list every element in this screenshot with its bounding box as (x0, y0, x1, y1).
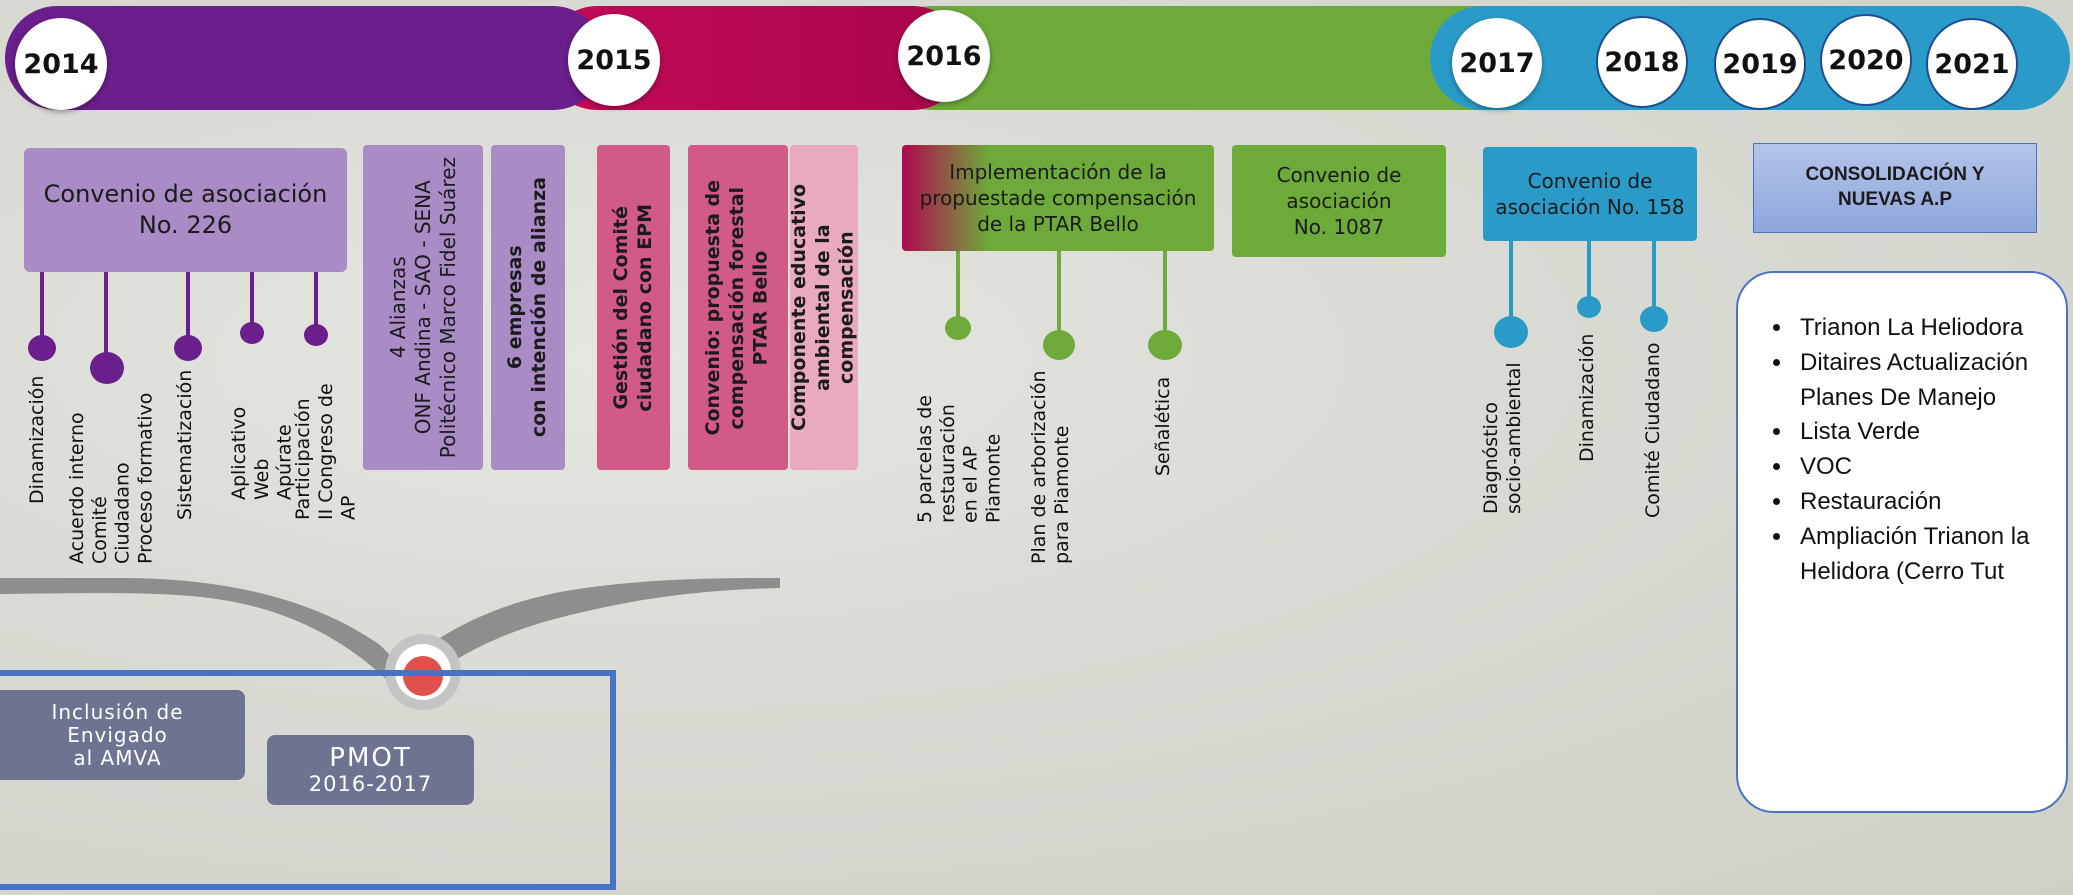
label-plan-arborizacion: Plan de arborización para Piamonte (1028, 370, 1073, 565)
node-dot (1043, 330, 1075, 360)
node-dot (1148, 330, 1182, 360)
list-item: VOC (1794, 450, 2066, 485)
convenio-158-box: Convenio de asociación No. 158 (1483, 147, 1697, 241)
node-dot (28, 335, 56, 361)
node-dot (945, 316, 971, 340)
year-2014: 2014 (15, 18, 107, 110)
consolidacion-box: CONSOLIDACIÓN Y NUEVAS A.P (1753, 143, 2037, 233)
convenio-226-title: Convenio de asociación No. 226 (43, 179, 328, 239)
stem (40, 272, 44, 338)
comite-epm-box: Gestión del Comité ciudadano con EPM (597, 145, 670, 470)
consolidacion-title: CONSOLIDACIÓN Y NUEVAS A.P (1805, 164, 1985, 210)
stem (104, 272, 108, 356)
list-item: Lista Verde (1794, 415, 2066, 450)
stem (956, 251, 960, 319)
stem (250, 272, 254, 324)
list-item: Trianon La Heliodora (1794, 311, 2066, 346)
inclusion-envigado-box: Inclusión de Envigado al AMVA (0, 690, 245, 780)
year-2021: 2021 (1926, 18, 2018, 110)
bottom-frame (0, 670, 616, 890)
stem (1587, 241, 1591, 297)
year-2019: 2019 (1714, 18, 1806, 110)
list-item: Ditaires Actualización Planes De Manejo (1794, 346, 2066, 416)
year-2018: 2018 (1596, 16, 1688, 108)
node-dot (1494, 316, 1528, 348)
label-acuerdo-interno: Acuerdo interno Comité Ciudadano Proceso… (66, 392, 157, 564)
implementacion-box: Implementación de la propuestade compens… (902, 145, 1214, 251)
stem (1652, 241, 1656, 309)
pmot-box: PMOT 2016-2017 (267, 735, 474, 805)
empresas-box: 6 empresas con intención de alianza (491, 145, 565, 470)
label-aplicativo-web: Aplicativo Web Apúrate (228, 406, 296, 500)
label-5-parcelas: 5 parcelas de restauración en el AP Piam… (914, 395, 1005, 523)
consolidacion-list-panel: Trianon La Heliodora Ditaires Actualizac… (1736, 271, 2068, 813)
consolidacion-list: Trianon La Heliodora Ditaires Actualizac… (1738, 311, 2066, 589)
stem (314, 272, 318, 326)
label-dinamizacion: Dinamización (26, 375, 48, 504)
convenio-1087-box: Convenio de asociación No. 1087 (1232, 145, 1446, 257)
pmot-title: PMOT (329, 743, 412, 774)
alianzas-text: 4 Alianzas ONF Andina - SAO - SENA Polit… (385, 156, 460, 459)
label-senaletica: Señalética (1152, 376, 1174, 476)
convenio-1087-title: Convenio de asociación No. 1087 (1276, 163, 1402, 239)
year-2016: 2016 (898, 10, 990, 102)
list-item: Restauración (1794, 485, 2066, 520)
inclusion-envigado-text: Inclusión de Envigado al AMVA (51, 699, 184, 770)
convenio-158-title: Convenio de asociación No. 158 (1495, 169, 1685, 219)
implementacion-title: Implementación de la propuestade compens… (919, 160, 1197, 236)
educativo-text: Componente educativo ambiental de la com… (788, 183, 858, 432)
comite-epm-text: Gestión del Comité ciudadano con EPM (609, 203, 656, 412)
convenio-ptar-box: Convenio: propuesta de compensación fore… (688, 145, 788, 470)
label-participacion: Participación II Congreso de AP (292, 383, 360, 520)
label-diagnostico: Diagnóstico socio-ambiental (1480, 362, 1525, 514)
label-sistematizacion: Sistematización (174, 369, 196, 520)
year-2017: 2017 (1452, 18, 1542, 108)
node-dot (1640, 306, 1668, 332)
list-item: Ampliación Trianon la Helidora (Cerro Tu… (1794, 520, 2066, 590)
node-dot (1577, 296, 1601, 318)
stem (1057, 251, 1061, 331)
label-dinamizacion-2017: Dinamización (1576, 333, 1598, 462)
stem (1163, 251, 1167, 331)
year-2015: 2015 (568, 14, 660, 106)
educativo-box: Componente educativo ambiental de la com… (788, 145, 858, 470)
stem (1509, 241, 1513, 321)
node-dot (304, 324, 328, 346)
node-dot (174, 335, 202, 361)
alianzas-box: 4 Alianzas ONF Andina - SAO - SENA Polit… (363, 145, 483, 470)
stem (186, 272, 190, 338)
pmot-years: 2016-2017 (308, 771, 433, 796)
label-comite-ciudadano: Comité Ciudadano (1642, 342, 1664, 518)
node-dot (90, 352, 124, 384)
empresas-text: 6 empresas con intención de alianza (504, 177, 550, 438)
node-dot (240, 322, 264, 344)
convenio-226-box: Convenio de asociación No. 226 (24, 148, 347, 272)
convenio-ptar-text: Convenio: propuesta de compensación fore… (702, 179, 772, 436)
year-2020: 2020 (1820, 14, 1912, 106)
